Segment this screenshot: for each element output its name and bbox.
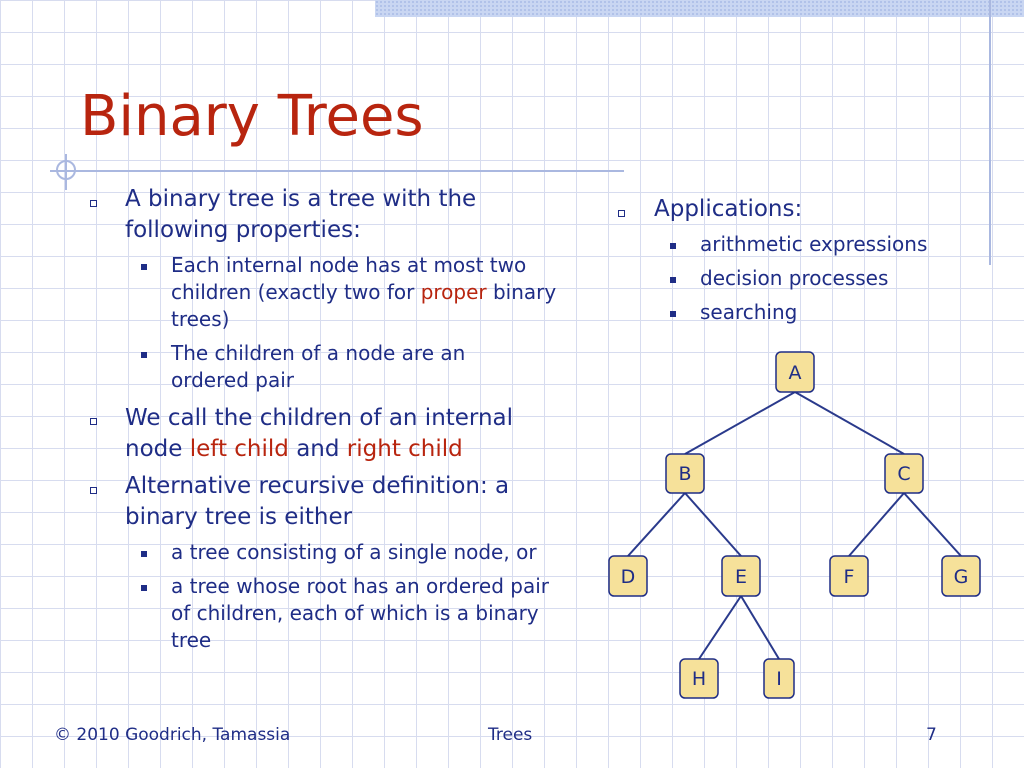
edge-c-f bbox=[848, 492, 905, 557]
tree-node-i: I bbox=[763, 658, 795, 699]
tree-node-e: E bbox=[721, 555, 761, 597]
node-box bbox=[775, 351, 815, 393]
tree-node-b: B bbox=[665, 453, 705, 494]
highlight-left-child: left child bbox=[189, 436, 289, 462]
node-label: C bbox=[897, 463, 910, 485]
sub-bullet-ordered-pair: The children of a node are an ordered pa… bbox=[171, 341, 466, 392]
filled-bullet-icon bbox=[670, 243, 676, 249]
edge-e-h bbox=[698, 595, 742, 660]
application-item: arithmetic expressions bbox=[700, 232, 928, 256]
sub-bullet-ordered-children: a tree whose root has an ordered pair of… bbox=[171, 574, 549, 652]
application-item: decision processes bbox=[700, 266, 889, 290]
filled-bullet-icon bbox=[141, 585, 147, 591]
tree-node-f: F bbox=[829, 555, 869, 597]
filled-bullet-icon bbox=[670, 311, 676, 317]
node-box bbox=[884, 453, 924, 494]
node-box bbox=[679, 658, 719, 699]
application-item: searching bbox=[700, 300, 798, 324]
node-box bbox=[829, 555, 869, 597]
slide-title: Binary Trees bbox=[80, 84, 424, 149]
edge-a-b bbox=[684, 391, 796, 455]
node-box bbox=[665, 453, 705, 494]
node-label: G bbox=[954, 566, 969, 588]
bullet-left-right-child: We call the children of an internal node… bbox=[125, 403, 575, 465]
bullet-binary-tree-definition: A binary tree is a tree with the followi… bbox=[125, 186, 477, 243]
edge-b-e bbox=[684, 492, 742, 557]
sub-bullet-text: binary trees) bbox=[171, 280, 557, 331]
edge-a-c bbox=[794, 391, 905, 455]
footer-topic: Trees bbox=[488, 725, 533, 745]
node-label: A bbox=[789, 362, 802, 384]
square-bullet-icon bbox=[90, 487, 97, 494]
filled-bullet-icon bbox=[141, 551, 147, 557]
footer-copyright: © 2010 Goodrich, Tamassia bbox=[54, 725, 291, 745]
square-bullet-icon bbox=[90, 418, 97, 425]
node-box bbox=[763, 658, 795, 699]
node-box bbox=[941, 555, 981, 597]
highlight-right-child: right child bbox=[346, 436, 463, 462]
title-underline bbox=[50, 170, 624, 172]
square-bullet-icon bbox=[90, 200, 97, 207]
sub-bullet-single-node: a tree consisting of a single node, or bbox=[171, 540, 537, 564]
tree-node-c: C bbox=[884, 453, 924, 494]
square-bullet-icon bbox=[618, 210, 625, 217]
filled-bullet-icon bbox=[141, 264, 147, 270]
bullet-text: and bbox=[288, 436, 347, 462]
node-label: B bbox=[678, 463, 691, 485]
crosshair-line bbox=[65, 154, 67, 190]
applications-heading: Applications: bbox=[654, 196, 803, 222]
edge-c-g bbox=[903, 492, 962, 557]
node-box bbox=[721, 555, 761, 597]
node-box bbox=[608, 555, 648, 597]
node-label: D bbox=[621, 566, 636, 588]
tree-node-d: D bbox=[608, 555, 648, 597]
decorative-rule bbox=[989, 0, 991, 265]
node-label: I bbox=[776, 668, 782, 690]
tree-node-g: G bbox=[941, 555, 981, 597]
edge-e-i bbox=[740, 595, 780, 660]
filled-bullet-icon bbox=[670, 277, 676, 283]
node-label: H bbox=[692, 668, 706, 690]
node-label: E bbox=[735, 566, 747, 588]
filled-bullet-icon bbox=[141, 352, 147, 358]
bullet-recursive-definition: Alternative recursive definition: a bina… bbox=[125, 473, 510, 530]
decorative-band bbox=[375, 0, 1024, 17]
tree-node-a: A bbox=[775, 351, 815, 393]
node-label: F bbox=[844, 566, 855, 588]
edge-b-d bbox=[627, 492, 686, 557]
footer-page-number: 7 bbox=[926, 725, 937, 745]
sub-bullet-text: Each internal node has at most two child… bbox=[171, 253, 527, 304]
highlight-proper: proper bbox=[420, 280, 487, 304]
sub-bullet-internal-node: Each internal node has at most two child… bbox=[171, 252, 591, 333]
bullet-text: We call the children of an internal node bbox=[125, 405, 514, 462]
tree-node-h: H bbox=[679, 658, 719, 699]
